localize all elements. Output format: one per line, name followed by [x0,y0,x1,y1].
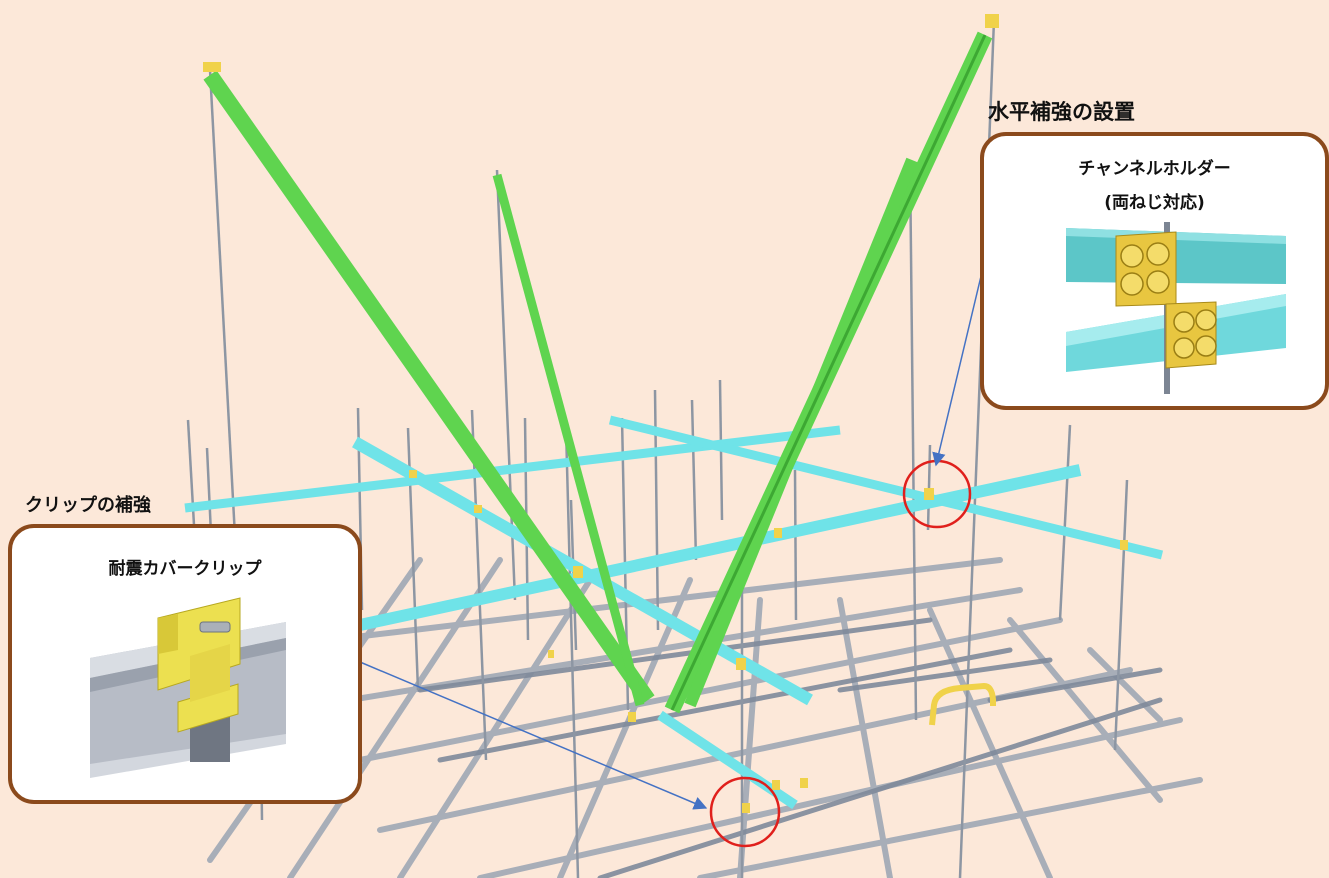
yellow-handle [929,682,996,726]
clip-reinforcement-heading: クリップの補強 [25,495,151,516]
marker-clip-reinforcement [709,776,781,848]
channel-holder-photo [1066,222,1286,394]
cover-clip-title: 耐震カバークリップ [108,559,262,579]
cover-clip-photo [90,594,286,778]
arrow-to-cover-clip [359,661,708,810]
diagonal-braces [203,31,993,714]
horizontal-reinforcement-heading: 水平補強の設置 [988,100,1135,124]
channel-holder-subtitle: (両ねじ対応) [1104,193,1205,213]
channel-holder-callout: チャンネルホルダー (両ねじ対応) [980,132,1329,410]
clip-fittings [203,14,1128,813]
cover-clip-callout: 耐震カバークリップ [8,524,362,804]
arrow-to-channel-holder [932,271,983,467]
channel-holder-title: チャンネルホルダー [1078,159,1231,179]
